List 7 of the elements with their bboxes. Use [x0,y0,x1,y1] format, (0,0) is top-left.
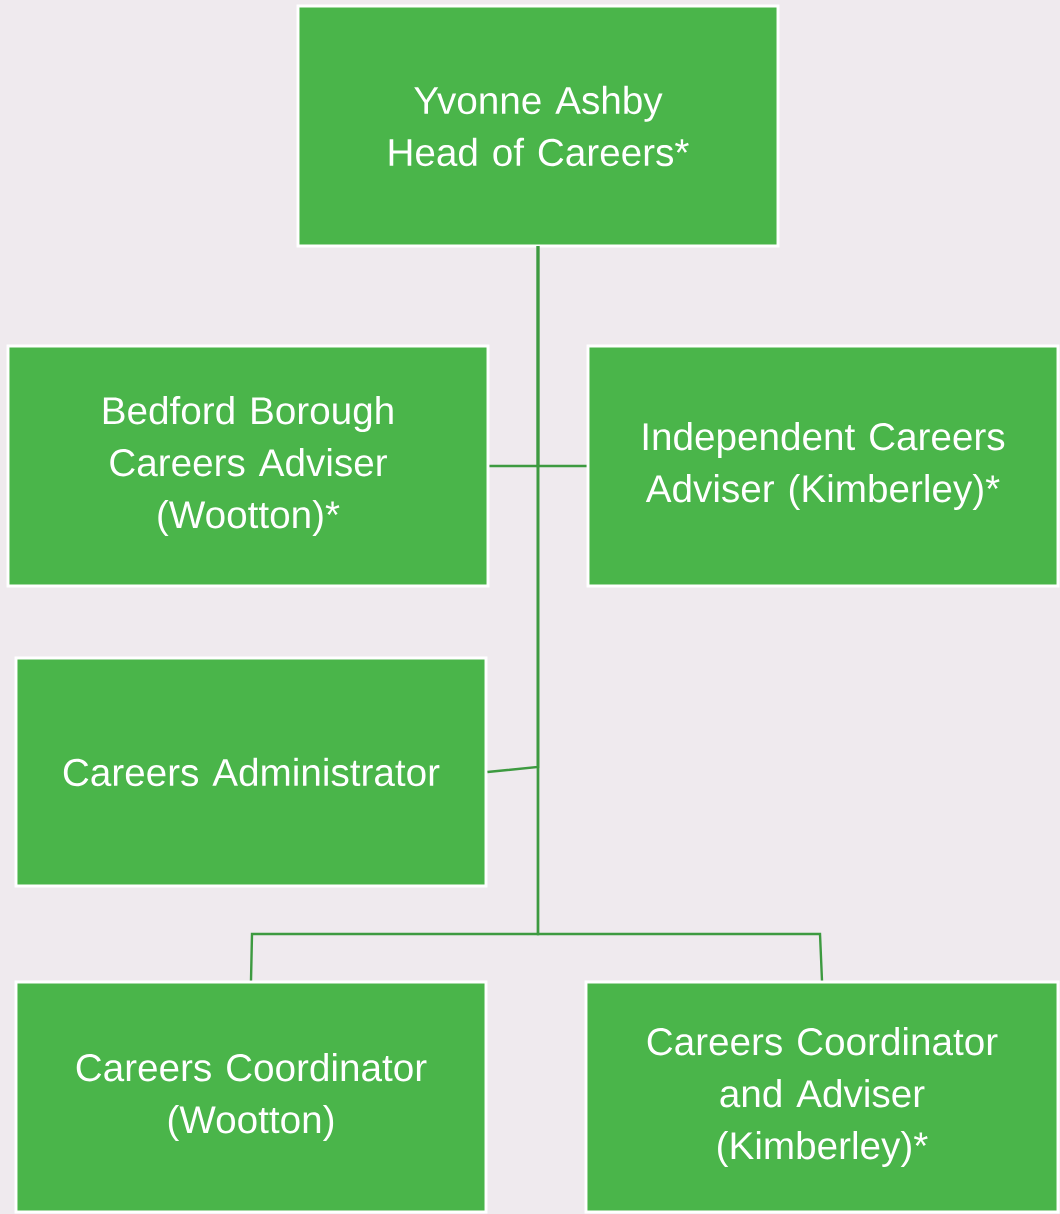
org-box: Careers Coordinator and Adviser (Kimberley)* [584,980,1060,1214]
org-box: Careers Coordinator (Wootton) [14,980,488,1214]
org-box: Careers Administrator [14,656,488,888]
org-box: Bedford Borough Careers Adviser (Wootton)* [6,344,490,588]
connector-line [536,246,824,981]
org-box: Yvonne Ashby Head of Careers* [296,4,780,248]
org-box: Independent Careers Adviser (Kimberley)* [586,344,1060,588]
